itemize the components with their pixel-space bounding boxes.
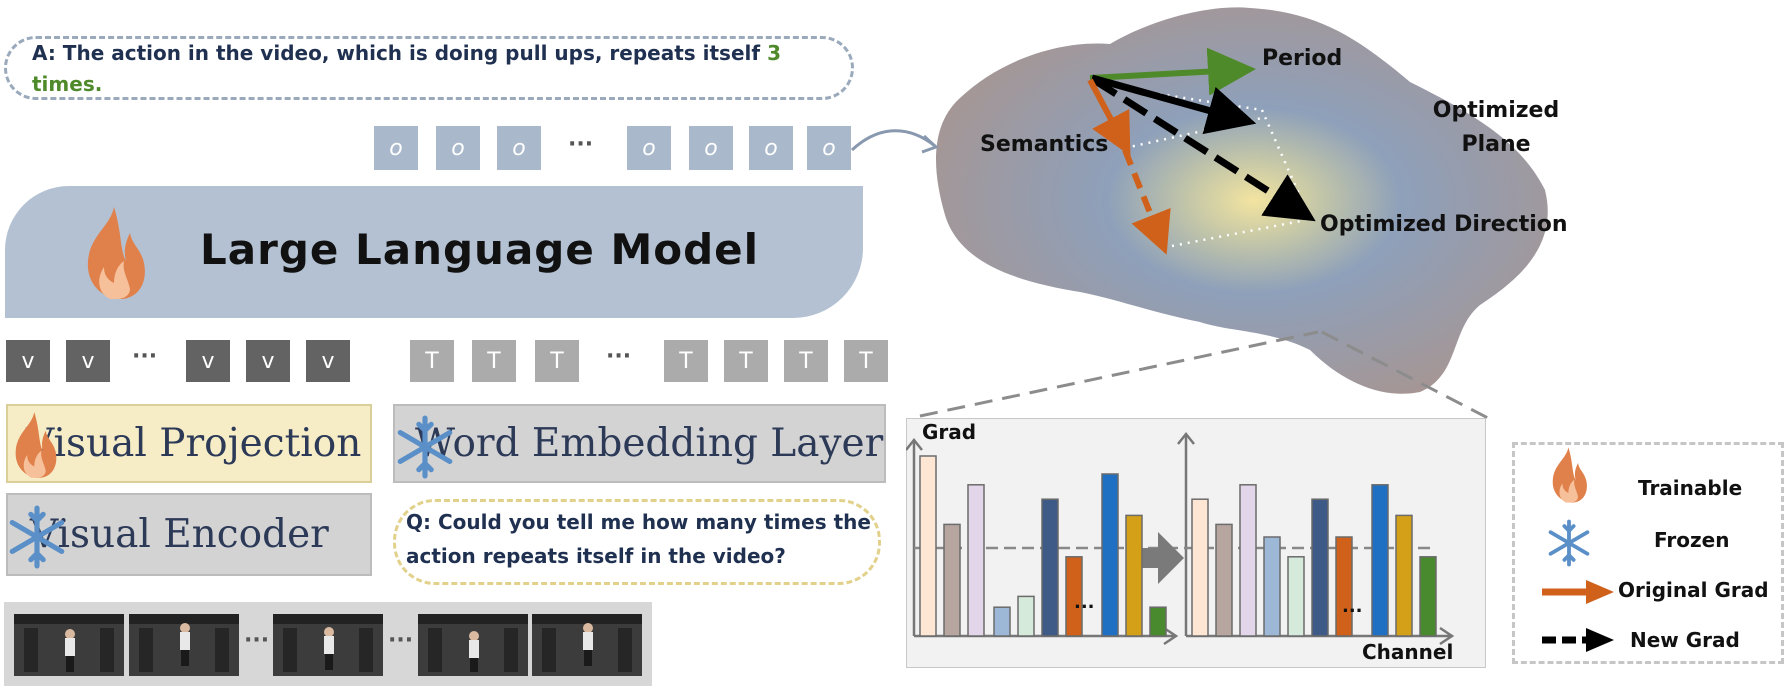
- output-token: o: [627, 126, 671, 170]
- text-token: T: [844, 340, 888, 382]
- word-embedding-label: Word Embedding Layer: [415, 421, 884, 466]
- original-bar-9: [1149, 606, 1167, 637]
- visual-token: v: [66, 340, 110, 382]
- answer-count: 3: [767, 41, 781, 65]
- semantics-label: Semantics: [980, 132, 1109, 157]
- word-embedding-block: Word Embedding Layer: [393, 404, 886, 483]
- original-bar-3: [993, 606, 1011, 637]
- optimized-plane-label: Optimized Plane: [1432, 98, 1560, 157]
- text-token: T: [535, 340, 579, 382]
- original-grad-arrow: [1542, 580, 1614, 604]
- visual-token: v: [6, 340, 50, 382]
- visual-encoder-label: Visual Encoder: [30, 512, 329, 557]
- legend-trainable: Trainable: [1638, 476, 1743, 500]
- text-token: T: [724, 340, 768, 382]
- new-bar-5: [1311, 498, 1329, 637]
- answer-text: A: The action in the video, which is doi…: [32, 41, 781, 96]
- question-text: Q: Could you tell me how many times the …: [406, 510, 871, 568]
- visual-token: v: [246, 340, 290, 382]
- video-frame: [532, 614, 642, 676]
- token-ellipsis: ···: [568, 132, 594, 157]
- flame-icon: [1552, 447, 1587, 503]
- original-bar-6: [1065, 556, 1083, 637]
- video-frame: [14, 614, 124, 676]
- original-bar-0: [919, 455, 937, 637]
- x-axis-label: Channel: [1362, 640, 1454, 664]
- flame-icon: [87, 207, 145, 299]
- llm-block: [5, 186, 863, 318]
- llm-label: Large Language Model: [200, 225, 760, 274]
- text-token: T: [472, 340, 516, 382]
- bar-ellipsis: ...: [1342, 596, 1363, 617]
- output-token: o: [497, 126, 541, 170]
- text-token: T: [410, 340, 454, 382]
- legend: [1512, 442, 1784, 664]
- frame-ellipsis: ···: [388, 628, 414, 653]
- frame-ellipsis: ···: [244, 628, 270, 653]
- y-axis-label: Grad: [922, 420, 977, 444]
- answer-bubble: [4, 36, 854, 100]
- visual-projection-block: Visual Projection: [6, 404, 372, 483]
- new-bar-1: [1215, 523, 1233, 637]
- token-ellipsis: ···: [132, 344, 158, 369]
- original-bar-1: [943, 523, 961, 637]
- text-token: T: [664, 340, 708, 382]
- new-bar-7: [1371, 484, 1389, 637]
- output-token: o: [689, 126, 733, 170]
- new-bar-9: [1419, 556, 1437, 637]
- visual-encoder-block: Visual Encoder: [6, 493, 372, 576]
- video-frame: [418, 614, 528, 676]
- flame-icon: [15, 412, 57, 478]
- visual-projection-label: Visual Projection: [26, 421, 362, 466]
- optimized-plane-blob: [935, 7, 1548, 394]
- new-bar-6: [1335, 536, 1353, 637]
- visual-token: v: [186, 340, 230, 382]
- snowflake-icon: [9, 505, 65, 569]
- original-bar-8: [1125, 514, 1143, 637]
- new-bar-8: [1395, 514, 1413, 637]
- new-bar-4: [1287, 556, 1305, 637]
- new-bar-2: [1239, 484, 1257, 637]
- original-bar-5: [1041, 498, 1059, 637]
- snowflake-icon: [1548, 519, 1590, 567]
- token-ellipsis: ···: [606, 344, 632, 369]
- text-token: T: [784, 340, 828, 382]
- output-token: o: [807, 126, 851, 170]
- new-bar-0: [1191, 498, 1209, 637]
- legend-new-grad: New Grad: [1630, 628, 1740, 652]
- output-token: o: [436, 126, 480, 170]
- new-bar-3: [1263, 536, 1281, 637]
- video-frame: [273, 614, 383, 676]
- output-token: o: [374, 126, 418, 170]
- optimized-direction-label: Optimized Direction: [1320, 212, 1568, 237]
- period-label: Period: [1262, 46, 1343, 71]
- visual-token: v: [306, 340, 350, 382]
- question-bubble: [393, 499, 881, 585]
- new-grad-arrow: [1542, 628, 1614, 652]
- snowflake-icon: [397, 415, 453, 479]
- transform-arrow: [1132, 532, 1184, 584]
- legend-original-grad: Original Grad: [1618, 578, 1769, 602]
- original-bar-7: [1101, 473, 1119, 637]
- output-token: o: [749, 126, 793, 170]
- bar-ellipsis: ...: [1074, 592, 1095, 613]
- video-frame: [129, 614, 239, 676]
- original-bar-4: [1017, 595, 1035, 637]
- original-bar-2: [967, 484, 985, 637]
- legend-frozen: Frozen: [1654, 528, 1730, 552]
- gradient-chart: [906, 431, 1455, 646]
